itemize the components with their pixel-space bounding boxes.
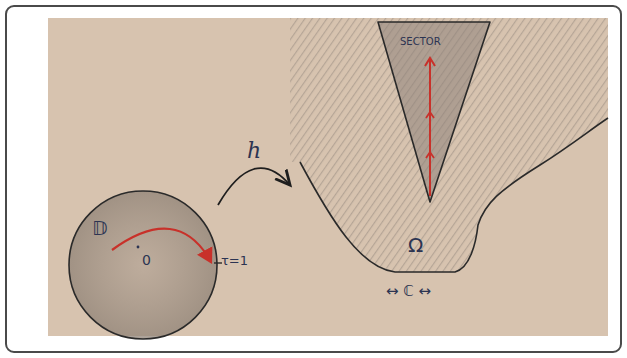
boundary-point-label: τ=1 [221, 254, 248, 269]
sector-name: SECTOR [400, 36, 441, 48]
disk-name: 𝔻 [92, 218, 108, 240]
disk-region: 𝔻0 [68, 190, 218, 340]
plane-label: ↔ ℂ ↔ [386, 283, 431, 300]
sector-region: SECTOR [378, 22, 490, 204]
domain-name: Ω [408, 234, 423, 257]
omega-domain: Ω SECTOR [290, 18, 608, 298]
origin-label: 0 [142, 252, 151, 268]
sector-region-outline [378, 22, 490, 204]
map-name: h [245, 138, 263, 163]
mapping-arrow [218, 168, 290, 205]
